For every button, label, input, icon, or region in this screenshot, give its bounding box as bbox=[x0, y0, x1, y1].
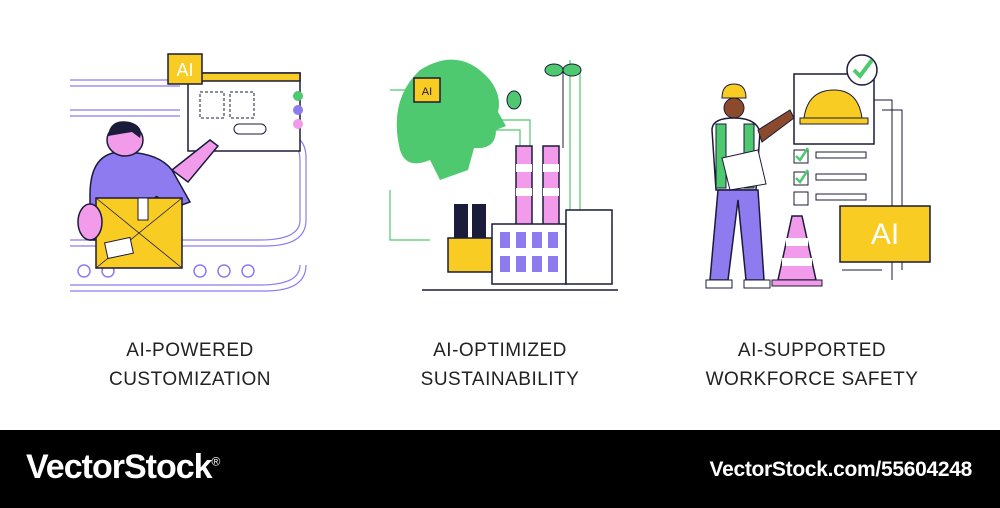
ai-badge-text: AI bbox=[176, 60, 193, 80]
customization-illustration: AI bbox=[70, 53, 307, 292]
panel-ai-supported-workforce-safety: AI AI-SUPPORTED WORKFORCE SAFETY bbox=[682, 0, 942, 410]
image-id-link[interactable]: VectorStock.com/55604248 bbox=[709, 458, 973, 481]
caption-line-2: CUSTOMIZATION bbox=[108, 369, 272, 390]
ai-board-text: AI bbox=[871, 218, 899, 251]
workforce-safety-illustration: AI bbox=[705, 54, 931, 289]
caption-line-1: AI-SUPPORTED bbox=[737, 340, 887, 361]
panel-ai-powered-customization: AI AI-POWERED CUSTOMIZATION bbox=[60, 0, 320, 410]
panel-ai-optimized-sustainability: AI AI-OPTIMIZED SUSTAINABILITY bbox=[370, 0, 630, 410]
caption-line-1: AI-OPTIMIZED bbox=[433, 340, 567, 361]
caption-sustainability: AI-OPTIMIZED SUSTAINABILITY bbox=[370, 336, 630, 394]
ai-chip-text: AI bbox=[422, 86, 432, 98]
footer-bar: VectorStock® VectorStock.com/55604248 bbox=[0, 430, 1000, 508]
caption-line-2: WORKFORCE SAFETY bbox=[705, 369, 919, 390]
logo-text: VectorStock bbox=[26, 448, 213, 486]
caption-line-2: SUSTAINABILITY bbox=[420, 369, 580, 390]
registered-mark: ® bbox=[211, 454, 221, 469]
vectorstock-logo: VectorStock® bbox=[26, 448, 221, 487]
caption-workforce-safety: AI-SUPPORTED WORKFORCE SAFETY bbox=[682, 336, 942, 394]
caption-customization: AI-POWERED CUSTOMIZATION bbox=[60, 336, 320, 394]
sustainability-illustration: AI bbox=[389, 59, 618, 291]
caption-line-1: AI-POWERED bbox=[126, 340, 254, 361]
